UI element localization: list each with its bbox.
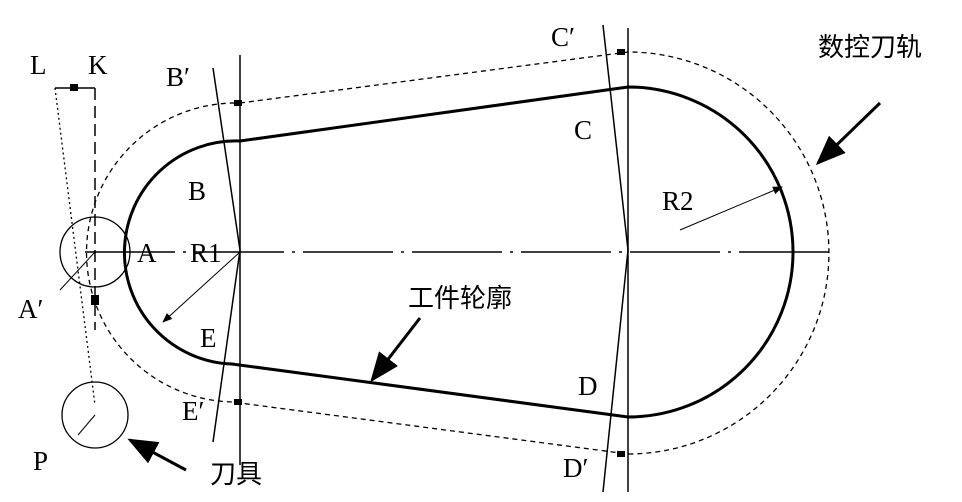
label-tool: 刀具 <box>210 460 263 490</box>
label-b-prime: B′ <box>166 62 190 92</box>
label-l: L <box>30 50 47 80</box>
r2-arrow <box>679 186 783 231</box>
label-a: A <box>137 238 157 268</box>
label-workpiece: 工件轮廓 <box>408 284 513 314</box>
label-d: D <box>578 371 598 401</box>
l-line <box>54 87 96 406</box>
r1-arrow <box>162 251 241 323</box>
label-c-prime: C′ <box>551 22 575 52</box>
tool-circle-p <box>61 381 129 449</box>
toolpath-arrow <box>815 101 882 166</box>
label-p: P <box>33 446 49 476</box>
label-r1: R1 <box>190 238 222 268</box>
toolpath-offset <box>85 51 830 455</box>
label-k: K <box>88 50 108 80</box>
slant-line-left <box>212 67 241 443</box>
workpiece-profile <box>123 85 795 419</box>
tool-arrow <box>127 438 187 472</box>
label-e: E <box>200 323 217 353</box>
label-toolpath: 数控刀轨 <box>818 33 923 63</box>
label-c: C <box>574 115 593 145</box>
label-r2: R2 <box>662 186 694 216</box>
slant-line-right <box>602 24 629 493</box>
label-d-prime: D′ <box>563 453 589 483</box>
label-a-prime: A′ <box>18 294 44 324</box>
label-e-prime: E′ <box>182 396 205 426</box>
workpiece-arrow <box>370 317 422 383</box>
label-b: B <box>188 176 207 206</box>
